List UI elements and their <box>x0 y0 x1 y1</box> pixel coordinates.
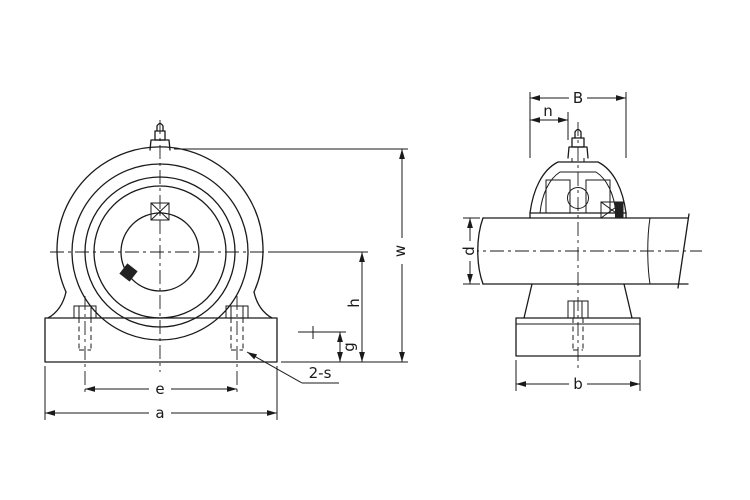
dimension-b: b <box>515 360 641 393</box>
dim-label-2s: 2-s <box>309 364 332 382</box>
dim-label-h: h <box>345 298 363 308</box>
bearing-race-section-right <box>585 179 611 214</box>
dimension-d: d <box>460 217 480 285</box>
dimension-h: h <box>268 251 368 362</box>
bearing-circles <box>71 163 249 341</box>
bolt-boss-right <box>225 305 249 351</box>
callout-bolt-holes: 2-s <box>246 351 339 384</box>
shaft <box>477 213 690 289</box>
bolt-boss-left <box>73 305 97 351</box>
dim-label-b: b <box>573 375 583 393</box>
dim-label-w: w <box>391 245 409 257</box>
dimension-e: e <box>85 380 237 398</box>
dim-label-B: B <box>573 89 583 107</box>
lock-pin <box>119 263 138 282</box>
housing-outline <box>44 146 278 363</box>
dimension-g: g <box>298 326 358 362</box>
housing-cap-section <box>529 161 627 214</box>
front-centerlines <box>50 120 270 396</box>
dimension-a: a <box>44 366 278 422</box>
dim-label-a: a <box>155 404 164 422</box>
dimension-n: n <box>530 102 569 140</box>
front-view: w h g e a <box>44 120 409 422</box>
bearing-ball <box>567 187 589 209</box>
dim-label-d: d <box>460 246 478 256</box>
side-centerlines <box>465 122 702 368</box>
locking-collar <box>600 201 624 219</box>
dimension-B: B <box>529 89 627 158</box>
side-view: B n d b <box>460 89 702 393</box>
dim-label-n: n <box>543 102 553 120</box>
dim-label-g: g <box>340 342 358 352</box>
dim-label-e: e <box>155 380 164 398</box>
bearing-race-section-left <box>545 179 571 214</box>
grease-fitting-side <box>567 128 589 162</box>
grease-fitting-front <box>149 122 171 151</box>
base-stud <box>567 300 589 351</box>
dimension-w: w <box>174 148 409 363</box>
set-screw <box>150 202 170 221</box>
